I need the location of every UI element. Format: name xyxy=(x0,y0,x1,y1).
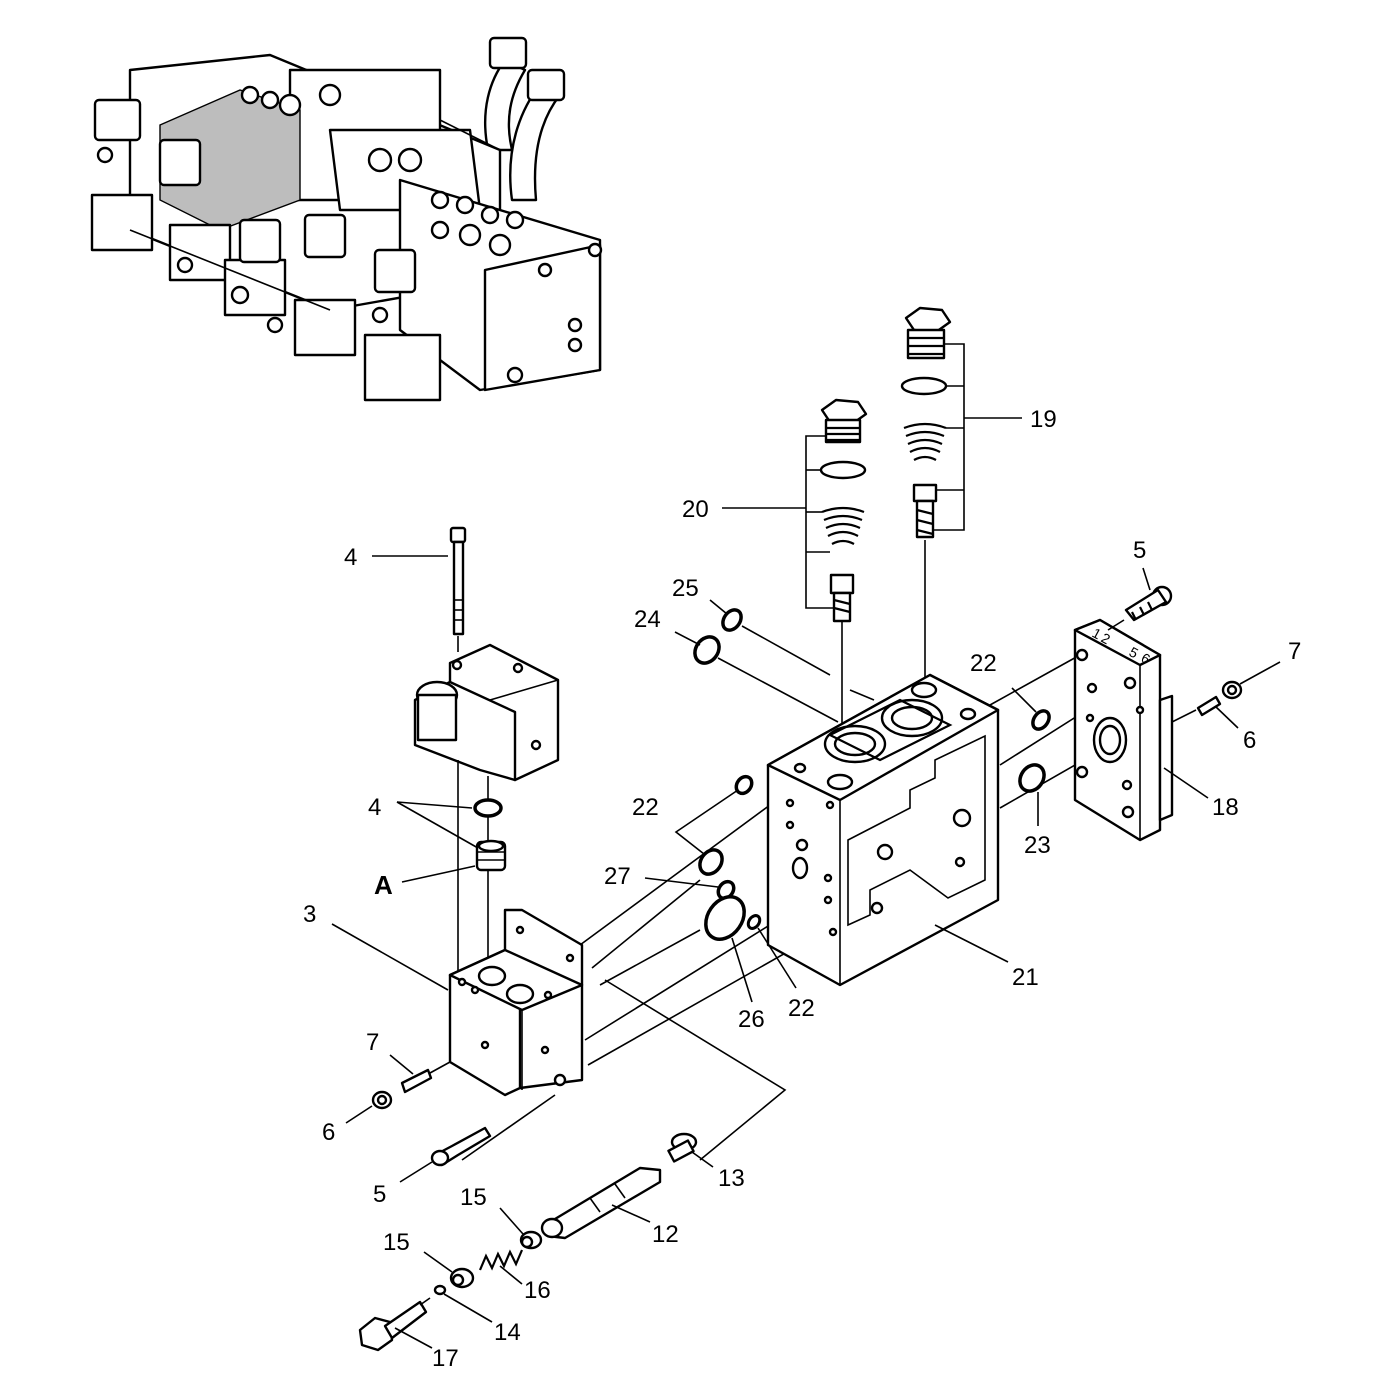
leader-13 xyxy=(691,1151,714,1168)
part-4-o-ring xyxy=(473,798,503,818)
part-7-right-nut xyxy=(1221,680,1243,700)
label-A: A xyxy=(374,870,393,900)
label-7-right: 7 xyxy=(1288,638,1301,665)
leader-15-upper xyxy=(499,1207,524,1235)
part-23-snap-ring xyxy=(1018,763,1046,793)
leader-17 xyxy=(394,1327,433,1349)
part-22-o-ring-mid xyxy=(698,848,724,876)
part-19-relief-valve xyxy=(900,306,952,539)
leader-26 xyxy=(731,937,753,1003)
leader-7-left xyxy=(389,1054,414,1075)
label-23: 23 xyxy=(1024,832,1051,859)
leader-5-left xyxy=(399,1161,433,1183)
label-15-upper: 15 xyxy=(460,1184,487,1211)
leader-22-right xyxy=(1011,687,1037,713)
valve-bank-overview xyxy=(90,36,603,402)
part-12-spool xyxy=(540,1166,662,1240)
part-20-relief-valve xyxy=(819,398,868,623)
bracket-20 xyxy=(805,435,834,609)
label-25: 25 xyxy=(672,575,699,602)
part-15-washer-upper xyxy=(519,1230,543,1250)
label-21: 21 xyxy=(1012,964,1039,991)
label-6-right: 6 xyxy=(1243,727,1256,754)
label-16: 16 xyxy=(524,1277,551,1304)
label-27: 27 xyxy=(604,863,631,890)
leader-15-lower xyxy=(423,1251,453,1273)
label-19: 19 xyxy=(1030,406,1057,433)
part-3-valve-block xyxy=(448,908,584,1097)
part-5-left-bolt xyxy=(430,1126,492,1167)
part-4-cap-screw xyxy=(449,526,467,636)
part-25-o-ring xyxy=(721,608,743,632)
part-5-right-bolt xyxy=(1124,585,1173,622)
part-7-left-screw xyxy=(400,1068,433,1094)
label-24: 24 xyxy=(634,606,661,633)
part-27-o-ring xyxy=(716,879,736,901)
label-18: 18 xyxy=(1212,794,1239,821)
label-13: 13 xyxy=(718,1165,745,1192)
link-line-spool xyxy=(604,979,787,1161)
leader-6-left xyxy=(345,1105,373,1124)
link-line-2 xyxy=(591,879,701,969)
leader-7-right xyxy=(1239,661,1281,685)
leader-21 xyxy=(934,924,1009,963)
label-4-top: 4 xyxy=(344,544,357,571)
leader-6-right xyxy=(1214,705,1239,729)
part-15-washer-lower xyxy=(449,1267,475,1289)
label-17: 17 xyxy=(432,1345,459,1372)
leader-27 xyxy=(644,877,719,888)
part-A-plug xyxy=(475,839,507,872)
leader-A xyxy=(401,865,476,883)
link-line-6 xyxy=(461,1094,556,1161)
leader-3 xyxy=(331,923,449,991)
leader-16 xyxy=(499,1265,523,1285)
link-line-1 xyxy=(579,804,771,946)
label-20: 20 xyxy=(682,496,709,523)
part-21-section-body xyxy=(766,673,1000,987)
label-6-left: 6 xyxy=(322,1119,335,1146)
part-17-hex-plug xyxy=(358,1297,431,1352)
leader-24 xyxy=(674,631,701,646)
solenoid-coil xyxy=(413,643,560,782)
part-18-end-plate xyxy=(1073,618,1174,842)
part-13-plug xyxy=(667,1132,698,1163)
leader-5-right xyxy=(1142,567,1151,591)
leader-4-mid-a xyxy=(396,801,473,809)
part-22-o-ring-small xyxy=(746,914,762,930)
label-22-bottom: 22 xyxy=(788,995,815,1022)
label-5-left: 5 xyxy=(373,1181,386,1208)
leader-25 xyxy=(709,599,728,615)
label-12: 12 xyxy=(652,1221,679,1248)
part-6-left-nut xyxy=(371,1090,393,1110)
leader-14 xyxy=(443,1293,493,1323)
label-22-right: 22 xyxy=(970,650,997,677)
label-3: 3 xyxy=(303,901,316,928)
label-22-left: 22 xyxy=(632,794,659,821)
leader-18 xyxy=(1163,767,1209,799)
part-6-right-screw xyxy=(1196,695,1222,717)
leader-22-left xyxy=(674,789,739,855)
label-7-left: 7 xyxy=(366,1029,379,1056)
axis-7-left xyxy=(429,1061,451,1074)
label-4-mid: 4 xyxy=(368,794,381,821)
part-16-spring xyxy=(478,1249,524,1271)
part-22-o-ring-right xyxy=(1031,709,1051,731)
leader-4-mid-b xyxy=(396,801,479,849)
leader-12 xyxy=(611,1204,651,1223)
part-24-o-ring xyxy=(693,635,721,665)
label-26: 26 xyxy=(738,1006,765,1033)
leader-22-bottom xyxy=(757,927,797,989)
bracket-19 xyxy=(934,343,965,531)
link-line-3 xyxy=(599,929,701,986)
part-14-o-ring xyxy=(433,1284,447,1296)
part-22-o-ring-upper xyxy=(734,774,754,796)
part-26-o-ring xyxy=(704,895,746,941)
label-15-lower: 15 xyxy=(383,1229,410,1256)
label-5-right: 5 xyxy=(1133,537,1146,564)
label-14: 14 xyxy=(494,1319,521,1346)
